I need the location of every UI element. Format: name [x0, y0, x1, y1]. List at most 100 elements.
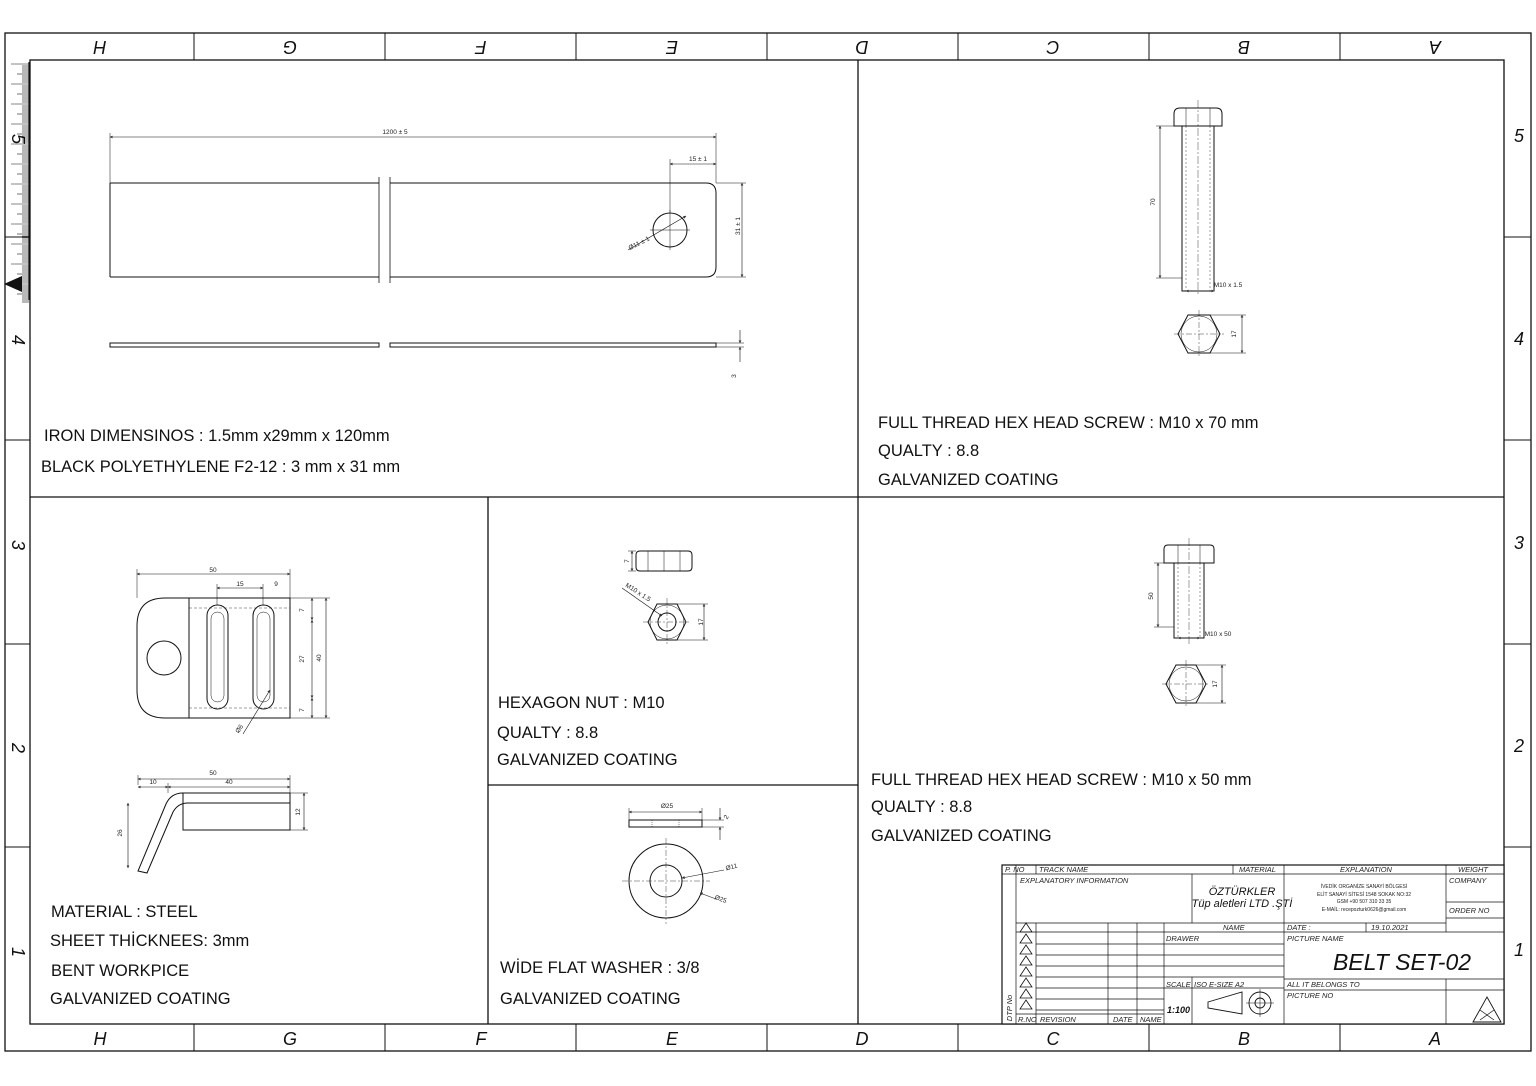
- zone-row-right-2: 2: [1513, 736, 1524, 756]
- screw50-thread-dim: M10 x 50: [1205, 631, 1232, 638]
- screw70-thread-dim: M10 x 1.5: [1214, 282, 1243, 289]
- tb-order-no: ORDER NO: [1449, 906, 1490, 915]
- tb-material: MATERIAL: [1239, 865, 1276, 874]
- zone-col-top-2: G: [283, 37, 297, 57]
- screw50-drawing: [1154, 538, 1226, 708]
- ruler-arrow-icon: [4, 276, 22, 292]
- zone-labels-bottom: H G F E D C B A: [94, 1029, 1442, 1049]
- nut-note-1: HEXAGON NUT : M10: [498, 694, 665, 712]
- bracket-hole-dim: Ø6: [234, 723, 245, 734]
- tb-drawer: DRAWER: [1166, 934, 1200, 943]
- tb-name-col: NAME: [1140, 1015, 1163, 1024]
- nut-note-2: QUALTY : 8.8: [497, 724, 598, 742]
- washer-inner-dim: Ø11: [725, 863, 739, 873]
- bracket-side-body: [182, 792, 291, 831]
- zone-row-right-5: 5: [1514, 126, 1525, 146]
- screw70-drawing: [1156, 100, 1246, 358]
- bracket-side-total-dim: 50: [209, 770, 217, 777]
- strap-thickness-dim: 3: [731, 374, 738, 378]
- tb-scale-label: SCALE: [1166, 980, 1192, 989]
- scale-ruler: [4, 62, 30, 303]
- tb-weight: WEIGHT: [1458, 865, 1489, 874]
- screw50-length-dim: 50: [1148, 592, 1155, 600]
- tb-r-no: R.NO: [1018, 1015, 1037, 1024]
- washer-dimension-labels: Ø25 2 Ø11 Ø25: [661, 803, 739, 905]
- title-block-labels: P. NO TRACK NAME MATERIAL EXPLANATION WE…: [1005, 865, 1490, 1024]
- bracket-dimension-labels: 50 15 9 7 27 40 7 Ø6 50 10 40 12 26: [117, 567, 323, 837]
- screw50-note-3: GALVANIZED COATING: [871, 827, 1052, 845]
- washer-outer2-dim: Ø25: [714, 894, 728, 905]
- strap-drawing: [109, 133, 746, 362]
- zone-labels-left: 5 4 3 2 1: [8, 134, 28, 957]
- tb-company-label: COMPANY: [1449, 876, 1487, 885]
- strap-hole-offset-dim: 15 ± 1: [689, 156, 707, 163]
- zone-col-bottom-7: B: [1238, 1029, 1250, 1049]
- strap-width-dim: 31 ± 1: [735, 217, 742, 235]
- screw70-af-dim: 17: [1231, 330, 1238, 338]
- zone-col-top-4: E: [665, 37, 678, 57]
- bracket-total-dim: 50: [209, 567, 217, 574]
- strap-note-1: IRON DIMENSINOS : 1.5mm x29mm x 120mm: [44, 427, 390, 445]
- tb-revision: REVISION: [1040, 1015, 1076, 1024]
- title-block: [1001, 864, 1505, 1025]
- washer-thickness-dim: 2: [723, 814, 731, 821]
- tb-iso-size: ISO E-SIZE A2: [1194, 980, 1245, 989]
- nut-drawing: [621, 550, 708, 646]
- bracket-side-a-dim: 10: [149, 779, 157, 786]
- warning-triangle-icon: [1472, 996, 1502, 1023]
- screw50-note-1: FULL THREAD HEX HEAD SCREW : M10 x 50 mm: [871, 771, 1252, 789]
- tb-company-name-2: Tüp aletleri LTD .ŞTİ: [1192, 898, 1294, 910]
- revision-triangles: [1019, 922, 1033, 1010]
- bracket-mid-dim: 27: [299, 655, 306, 663]
- zone-col-top-1: H: [93, 37, 107, 57]
- zone-col-bottom-4: E: [666, 1029, 679, 1049]
- zone-col-bottom-3: F: [476, 1029, 488, 1049]
- zone-row-left-3: 3: [8, 540, 28, 550]
- tb-all-belongs: ALL IT BELONGS TO: [1286, 980, 1360, 989]
- screw50-note-2: QUALTY : 8.8: [871, 798, 972, 816]
- strap-length-dim: 1200 ± 5: [382, 129, 408, 136]
- screw50-dimension-labels: 50 M10 x 50 17: [1148, 592, 1232, 688]
- tb-address-3: GSM +90 507 310 33 35: [1337, 899, 1392, 905]
- zone-row-right-1: 1: [1514, 940, 1524, 960]
- zone-col-bottom-5: D: [856, 1029, 869, 1049]
- panel-dividers: [30, 60, 1504, 1024]
- tb-picture-no: PICTURE NO: [1287, 991, 1333, 1000]
- tb-address-1: İVEDİK ORGANİZE SANAYİ BÖLGESİ: [1321, 883, 1408, 890]
- tb-company-name-1: ÖZTÜRKLER: [1209, 886, 1276, 898]
- screw70-dimension-labels: 70 M10 x 1.5 17: [1150, 198, 1243, 338]
- zone-col-top-3: F: [475, 37, 487, 57]
- bracket-note-3: BENT WORKPICE: [51, 962, 189, 980]
- screw70-note-2: QUALTY : 8.8: [878, 442, 979, 460]
- zone-col-top-5: D: [856, 37, 869, 57]
- strap-dimension-labels: 1200 ± 5 15 ± 1 31 ± 1 Ø11 ± 1 3: [382, 129, 742, 378]
- tb-address-4: E-MAİL: recepozturk0626@gmail.com: [1322, 906, 1407, 913]
- strap-hole-dia-dim: Ø11 ± 1: [628, 235, 652, 252]
- bracket-side-b-dim: 40: [225, 779, 233, 786]
- zone-row-right-3: 3: [1514, 533, 1524, 553]
- nut-thread-dim: M10 x 1.5: [624, 582, 652, 604]
- nut-note-3: GALVANIZED COATING: [497, 751, 678, 769]
- tb-scale-value: 1:100: [1167, 1005, 1190, 1015]
- zone-row-left-5: 5: [8, 134, 28, 145]
- zone-labels-top: H G F E D C B A: [93, 37, 1443, 57]
- washer-outer-dim: Ø25: [661, 803, 674, 810]
- bracket-slot-w-dim: 9: [274, 581, 278, 588]
- nut-thickness-dim: 7: [624, 559, 631, 563]
- zone-col-bottom-6: C: [1047, 1029, 1061, 1049]
- tb-date-col: DATE: [1113, 1015, 1133, 1024]
- bracket-note-1: MATERIAL : STEEL: [51, 903, 198, 921]
- zone-col-top-8: A: [1429, 37, 1442, 57]
- tb-picture-name: BELT SET-02: [1333, 949, 1471, 975]
- bracket-note-4: GALVANIZED COATING: [50, 990, 231, 1008]
- washer-note-1: WİDE FLAT WASHER : 3/8: [500, 958, 700, 977]
- tb-date-label: DATE :: [1287, 923, 1311, 932]
- tb-name-label: NAME: [1223, 923, 1246, 932]
- zone-col-top-6: C: [1046, 37, 1060, 57]
- zone-row-left-2: 2: [8, 742, 28, 753]
- washer-drawing: [622, 808, 725, 924]
- outer-frame: [4, 32, 1532, 1052]
- tb-explanation: EXPLANATION: [1340, 865, 1393, 874]
- screw70-length-dim: 70: [1150, 198, 1157, 206]
